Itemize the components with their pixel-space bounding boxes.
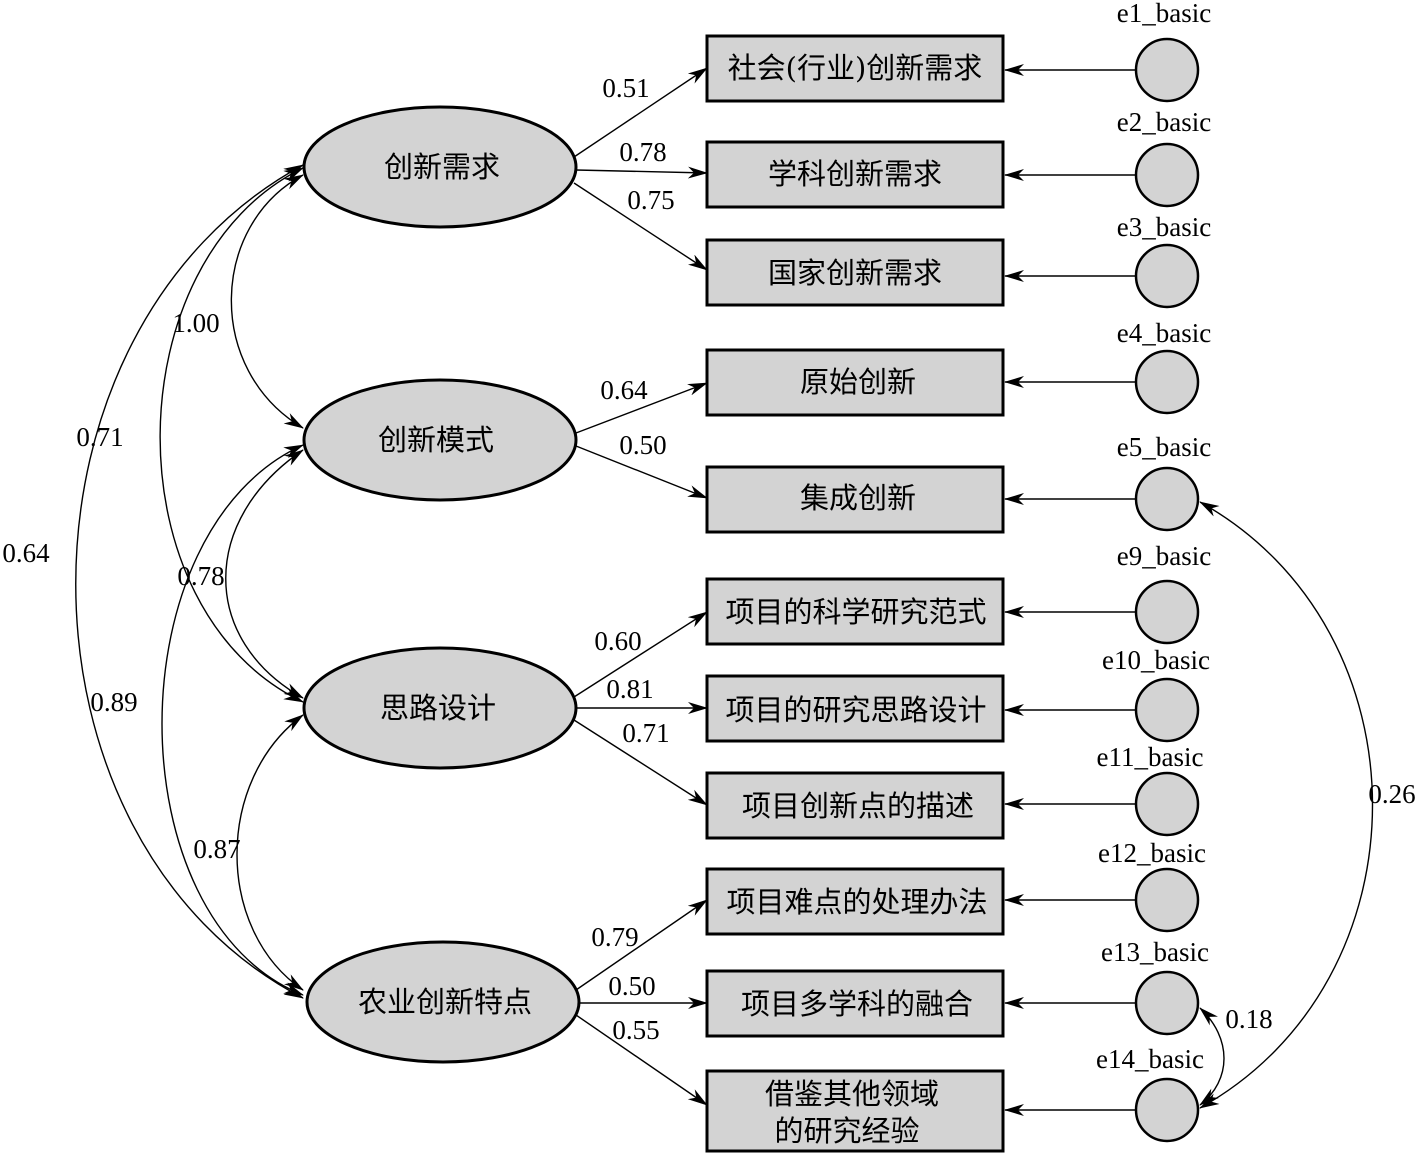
loading-value-i7: 0.81 [606,674,653,704]
corr-path-e13-e14 [1199,1007,1225,1106]
error-e11: e11_basic [1097,742,1204,837]
corr-path-e5-e14 [1199,501,1374,1109]
corr-path-f2-f4 [161,444,304,996]
error-e10: e10_basic [1102,645,1210,743]
corr-value-f1-f2: 1.00 [172,308,219,338]
indicator-i10: 项目多学科的融合 [705,969,1005,1038]
loading-value-i4: 0.64 [600,375,648,405]
loading-value-i6: 0.60 [594,626,641,656]
error-e13: e13_basic [1101,937,1209,1036]
loading-value-i5: 0.50 [619,430,666,460]
corr-value-e13-e14: 0.18 [1225,1004,1272,1034]
indicator-label: 项目的研究思路设计 [725,693,986,727]
indicator-label: 集成创新 [800,481,916,515]
loading-arrow-i3 [573,182,708,271]
corr-value-e5-e14: 0.26 [1368,779,1415,809]
loading-arrow-i11 [575,1014,708,1106]
error-label: e12_basic [1098,838,1206,868]
loading-arrow-i1 [573,67,708,158]
indicator-i8: 项目创新点的描述 [705,771,1005,840]
indicator-label: 项目多学科的融合 [741,987,973,1021]
error-e2: e2_basic [1117,107,1211,208]
indicator-label: 项目创新点的描述 [742,789,974,823]
indicator-label: 项目的科学研究范式 [725,595,986,629]
error-e3: e3_basic [1117,212,1211,309]
error-label: e2_basic [1117,107,1211,137]
factor-label: 思路设计 [380,691,496,725]
error-label: e1_basic [1117,0,1211,28]
indicator-label-line-1: 借鉴其他领域 [765,1077,939,1111]
error-e1: e1_basic [1117,0,1211,103]
corr-path-f3-f4 [236,714,304,991]
loading-value-i9: 0.79 [591,922,638,952]
indicator-i4: 原始创新 [705,348,1005,417]
error-label: e13_basic [1101,937,1209,967]
corr-value-f1-f4: 0.64 [2,538,50,568]
loading-value-i3: 0.75 [627,185,674,215]
latent-factor-f3: 思路设计 [302,646,578,770]
error-label: e3_basic [1117,212,1211,242]
loading-value-i2: 0.78 [619,137,666,167]
loading-arrow-i5 [575,445,708,499]
indicator-label: 社会(行业)创新需求 [728,51,983,85]
loading-value-i1: 0.51 [602,73,649,103]
corr-path-f1-f4 [75,164,304,999]
error-e9: e9_basic [1117,541,1211,645]
error-label: e5_basic [1117,432,1211,462]
loading-arrow-i8 [573,719,708,806]
error-label: e14_basic [1096,1044,1204,1074]
indicator-i3: 国家创新需求 [705,238,1005,307]
corr-path-f2-f3 [225,449,304,699]
indicator-i5: 集成创新 [705,465,1005,534]
factor-label: 农业创新特点 [358,985,532,1019]
indicator-i6: 项目的科学研究范式 [705,577,1005,646]
corr-value-f3-f4: 0.87 [193,834,240,864]
loading-arrow-i4 [575,382,708,434]
error-label: e11_basic [1097,742,1204,772]
indicator-label: 原始创新 [800,365,916,399]
error-label: e10_basic [1102,645,1210,675]
indicator-i2: 学科创新需求 [705,140,1005,209]
indicator-label: 项目难点的处理办法 [726,885,987,919]
error-e4: e4_basic [1117,318,1211,415]
latent-factor-f1: 创新需求 [302,105,578,229]
indicator-i1: 社会(行业)创新需求 [705,34,1005,103]
error-e14: e14_basic [1096,1044,1204,1143]
corr-path-f1-f2 [230,174,304,429]
indicator-i7: 项目的研究思路设计 [705,674,1005,743]
corr-path-f1-f3 [159,167,304,703]
latent-factor-f4: 农业创新特点 [305,940,581,1064]
corr-value-f2-f4: 0.89 [90,687,137,717]
indicator-i11: 借鉴其他领域 的研究经验 [705,1069,1005,1153]
error-label: e9_basic [1117,541,1211,571]
error-label: e4_basic [1117,318,1211,348]
corr-value-f1-f3: 0.71 [76,422,123,452]
loading-arrow-i9 [575,899,708,991]
loading-arrow-i6 [573,611,708,698]
indicator-i9: 项目难点的处理办法 [705,867,1005,936]
loading-value-i11: 0.55 [612,1015,659,1045]
indicator-label: 国家创新需求 [768,256,942,290]
indicator-label-line-2: 的研究经验 [774,1114,919,1148]
factor-label: 创新模式 [378,423,494,457]
loading-value-i10: 0.50 [608,971,655,1001]
loading-arrow-i2 [575,166,708,179]
error-e12: e12_basic [1098,838,1206,933]
factor-label: 创新需求 [384,150,500,184]
latent-factor-f2: 创新模式 [302,378,578,502]
error-e5: e5_basic [1117,432,1211,532]
indicator-label: 学科创新需求 [768,157,942,191]
loading-value-i8: 0.71 [622,718,669,748]
corr-value-f2-f3: 0.78 [177,561,224,591]
